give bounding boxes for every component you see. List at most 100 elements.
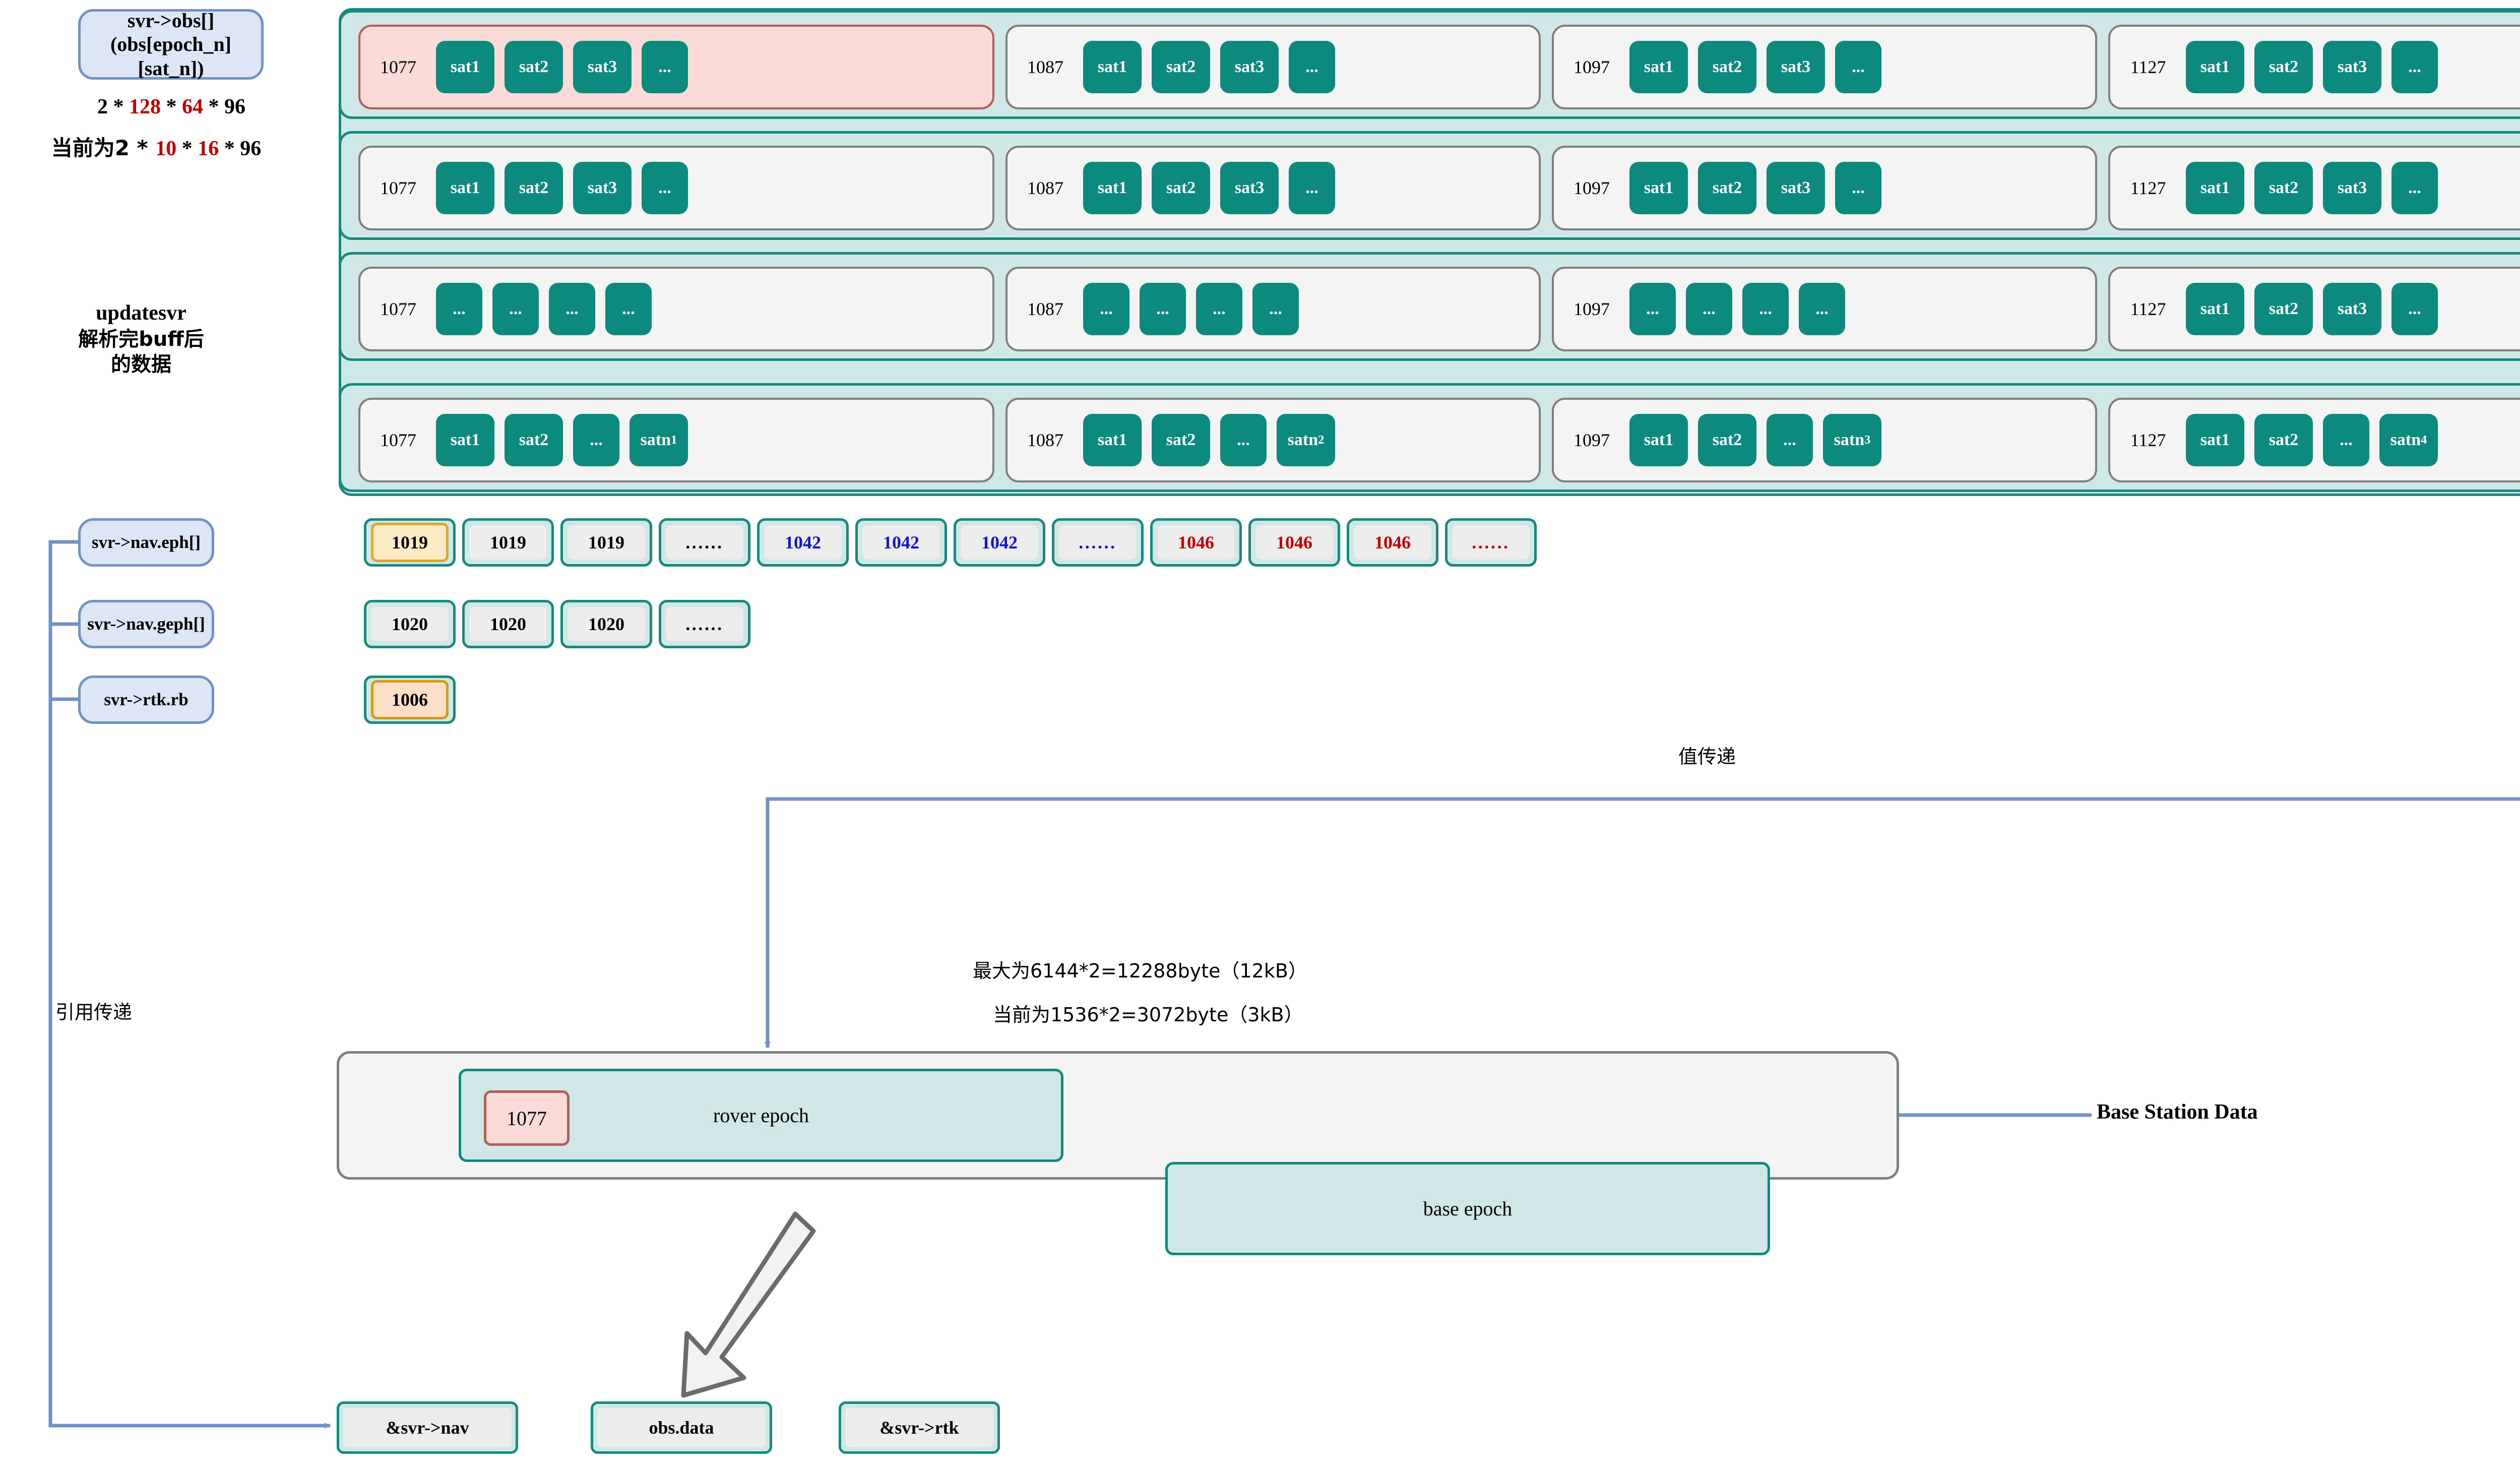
pointer-node[interactable]: obs.data (591, 1401, 772, 1454)
value-cell[interactable]: ...... (659, 518, 750, 567)
sat-chip[interactable]: sat1 (436, 162, 494, 214)
sat-chip[interactable]: sat1 (1629, 41, 1688, 93)
sat-chip[interactable]: sat3 (1767, 162, 1825, 214)
sat-chip[interactable]: sat3 (1220, 41, 1279, 93)
value-cell[interactable]: 1046 (1248, 518, 1340, 567)
value-cell[interactable]: 1020 (364, 600, 456, 648)
sat-chip[interactable]: sat2 (505, 414, 563, 466)
sat-chip[interactable]: sat2 (2254, 162, 2313, 214)
sat-chip[interactable]: ... (1835, 41, 1881, 93)
sat-chip[interactable]: ... (642, 41, 688, 93)
sat-chip[interactable]: sat2 (2254, 414, 2313, 466)
value-cell[interactable]: 1020 (462, 600, 554, 648)
sat-chip[interactable]: ... (2323, 414, 2369, 466)
sat-chip[interactable]: ... (1289, 162, 1335, 214)
sat-chip[interactable]: sat3 (573, 41, 632, 93)
value-cell[interactable]: 1046 (1150, 518, 1242, 567)
epoch-group[interactable]: 1097............ (1552, 267, 2097, 351)
epoch-group[interactable]: 1087............ (1005, 267, 1541, 351)
sat-chip[interactable]: sat2 (2254, 283, 2313, 335)
value-cell[interactable]: 1046 (1347, 518, 1438, 567)
sat-chip[interactable]: ... (2391, 283, 2438, 335)
sat-chip[interactable]: sat3 (1767, 41, 1825, 93)
sat-chip[interactable]: ... (549, 283, 595, 335)
value-cell[interactable]: ...... (1052, 518, 1144, 567)
pointer-node[interactable]: &svr->rtk (839, 1401, 1000, 1454)
value-cell[interactable]: 1006 (364, 676, 456, 724)
sat-chip[interactable]: ... (1629, 283, 1676, 335)
rover-epoch-block[interactable]: 1077 rover epoch (459, 1069, 1063, 1162)
value-cell[interactable]: 1019 (462, 518, 554, 567)
sat-chip[interactable]: ... (1083, 283, 1129, 335)
sat-chip[interactable]: ... (1252, 283, 1299, 335)
value-cell[interactable]: 1042 (954, 518, 1045, 567)
sat-chip[interactable]: sat2 (1152, 414, 1210, 466)
sat-chip[interactable]: ... (492, 283, 539, 335)
sat-chip[interactable]: ... (1686, 283, 1732, 335)
sat-chip[interactable]: sat2 (1152, 162, 1210, 214)
sat-chip[interactable]: ... (1767, 414, 1813, 466)
sat-chip[interactable]: sat1 (2186, 283, 2244, 335)
sat-chip[interactable]: sat2 (1698, 414, 1756, 466)
sat-chip[interactable]: ... (1196, 283, 1242, 335)
value-cell[interactable]: 1019 (560, 518, 652, 567)
sat-chip[interactable]: sat3 (2323, 41, 2381, 93)
value-cell[interactable]: ...... (1445, 518, 1537, 567)
sat-chip[interactable]: sat2 (505, 41, 563, 93)
value-cell[interactable]: 1019 (364, 518, 456, 567)
sat-chip[interactable]: sat2 (1152, 41, 1210, 93)
sat-chip[interactable]: ... (1742, 283, 1789, 335)
sat-chip[interactable]: ... (1140, 283, 1186, 335)
value-cell[interactable]: 1042 (757, 518, 849, 567)
sat-chip[interactable]: sat2 (1698, 162, 1756, 214)
pointer-node[interactable]: &svr->nav (337, 1401, 518, 1454)
sat-chip[interactable]: sat1 (436, 41, 494, 93)
sat-chip[interactable]: sat1 (1083, 162, 1142, 214)
sat-chip[interactable]: sat2 (2254, 41, 2313, 93)
value-cell[interactable]: 1042 (855, 518, 947, 567)
sat-chip[interactable]: sat1 (1629, 414, 1688, 466)
sat-chip[interactable]: sat1 (1083, 41, 1142, 93)
sat-chip[interactable]: sat3 (1220, 162, 1279, 214)
sat-chip[interactable]: sat2 (1698, 41, 1756, 93)
sat-chip[interactable]: ... (436, 283, 482, 335)
sat-chip[interactable]: sat1 (2186, 162, 2244, 214)
sat-chip[interactable]: ... (2391, 41, 2438, 93)
value-cell[interactable]: ...... (659, 600, 750, 648)
sat-chip[interactable]: ... (2391, 162, 2438, 214)
sat-chip[interactable]: sat2 (505, 162, 563, 214)
sat-chip[interactable]: ... (1220, 414, 1267, 466)
value-cell[interactable]: 1020 (560, 600, 652, 648)
sat-chip[interactable]: ... (642, 162, 688, 214)
sat-chip[interactable]: sat1 (2186, 414, 2244, 466)
sat-chip[interactable]: sat3 (2323, 283, 2381, 335)
base-epoch-block[interactable]: base epoch (1165, 1162, 1770, 1255)
epoch-group[interactable]: 1077............ (358, 267, 994, 351)
sat-chip[interactable]: ... (1289, 41, 1335, 93)
sat-chip[interactable]: ... (605, 283, 652, 335)
sat-chip[interactable]: sat1 (436, 414, 494, 466)
sat-chip[interactable]: sat1 (1083, 414, 1142, 466)
sat-chip[interactable]: sat3 (2323, 162, 2381, 214)
sat-chip[interactable]: sat3 (573, 162, 632, 214)
sat-chip[interactable]: sat1 (2186, 41, 2244, 93)
sat-chip[interactable]: sat1 (1629, 162, 1688, 214)
sat-chip[interactable]: ... (573, 414, 619, 466)
sat-chip[interactable]: ... (1835, 162, 1881, 214)
